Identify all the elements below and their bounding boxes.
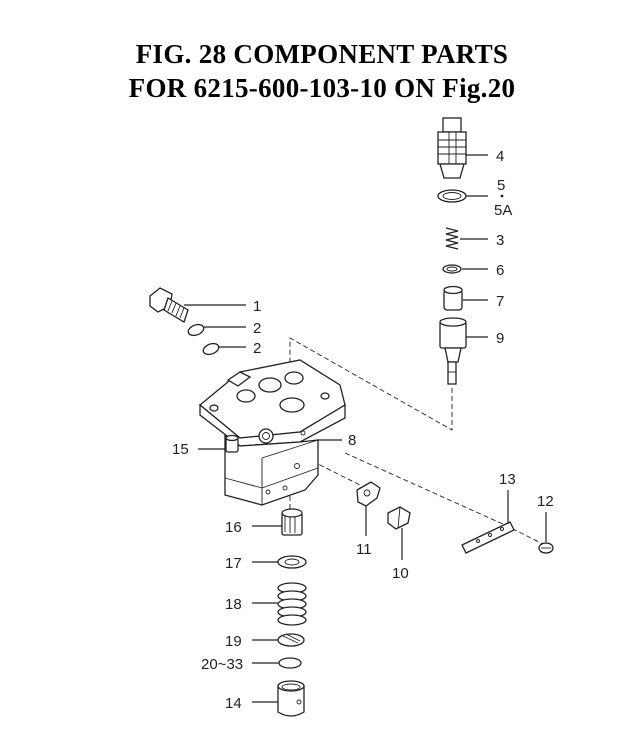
part-4-delivery-valve-holder (437, 117, 467, 179)
callout-2a: 2 (253, 320, 261, 337)
part-2-sealing-washers (187, 323, 220, 356)
part-14-tappet (277, 680, 305, 717)
callout-20-33: 20~33 (201, 656, 243, 673)
callout-12: 12 (537, 493, 554, 510)
callout-3: 3 (496, 232, 504, 249)
part-12-screw (538, 542, 554, 554)
callout-15: 15 (172, 441, 189, 458)
part-3-valve-spring (445, 227, 459, 250)
part-7-retainer (443, 285, 463, 311)
callout-11: 11 (356, 541, 372, 558)
callout-5: 5 (497, 177, 505, 194)
leader-lines (184, 154, 547, 703)
callout-17: 17 (225, 555, 242, 572)
callout-6: 6 (496, 262, 504, 279)
part-15-plug (225, 434, 239, 453)
part-5-gasket (437, 189, 467, 203)
callout-5a: 5A (494, 202, 512, 219)
figure-title-line-2: FOR 6215-600-103-10 ON Fig.20 (128, 73, 516, 103)
callout-13: 13 (499, 471, 516, 488)
callout-18: 18 (225, 596, 242, 613)
callout-16: 16 (225, 519, 242, 536)
part-18-plunger-spring (277, 582, 307, 626)
callout-labels: 4 5 5A 3 6 7 9 1 2 2 8 15 11 10 12 13 16… (172, 148, 554, 712)
part-9-delivery-valve (439, 317, 467, 385)
part-11-clamp (356, 481, 381, 507)
callout-14: 14 (225, 695, 242, 712)
callout-4: 4 (496, 148, 504, 165)
callout-7: 7 (496, 293, 504, 310)
part-10-bolt (387, 506, 411, 530)
part-8-pump-body (198, 359, 346, 506)
figure-title-line-1: FIG. 28 COMPONENT PARTS (135, 39, 509, 69)
part-17-spring-seat (277, 555, 307, 569)
callout-10: 10 (392, 565, 409, 582)
callout-9: 9 (496, 330, 504, 347)
part-1-banjo-bolt (149, 287, 189, 323)
part-16-guide (281, 508, 303, 536)
callout-1: 1 (253, 298, 261, 315)
callout-19: 19 (225, 633, 242, 650)
part-19-lower-seat (277, 633, 305, 647)
part-13-plate (461, 521, 515, 554)
callout-8: 8 (348, 432, 356, 449)
callout-2b: 2 (253, 340, 261, 357)
part-6-o-ring (442, 264, 462, 274)
part-20-33-shims (278, 657, 302, 669)
